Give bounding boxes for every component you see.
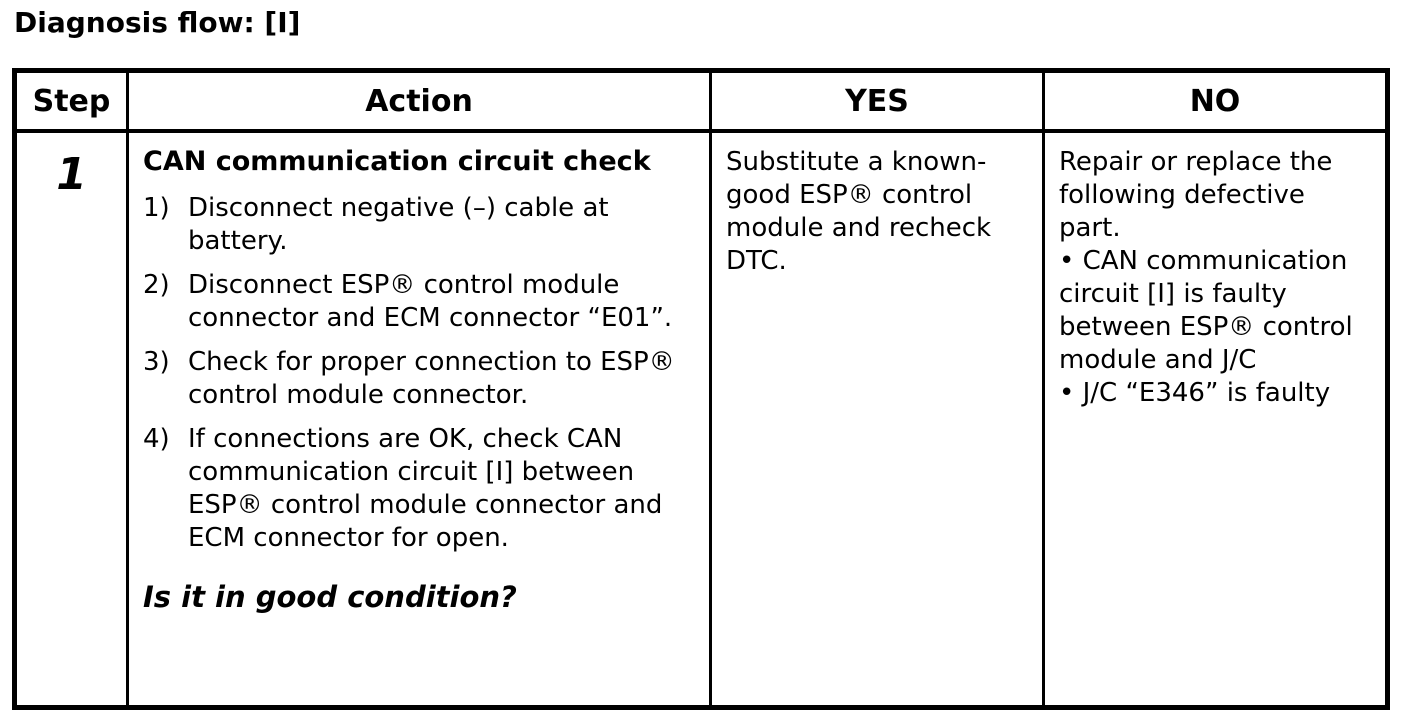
yes-text: Substitute a known-good ESP® control mod… (726, 147, 992, 276)
no-cell: Repair or replace the following defectiv… (1045, 133, 1385, 705)
action-list-item: 2) Disconnect ESP® control module connec… (143, 269, 695, 335)
action-cell: CAN communication circuit check 1) Disco… (129, 133, 712, 705)
list-item-number: 1) (143, 193, 170, 223)
list-item-number: 2) (143, 270, 170, 300)
list-item-text: Check for proper connection to ESP® cont… (188, 347, 675, 410)
action-list-item: 4) If connections are OK, check CAN comm… (143, 423, 695, 555)
diagnosis-flow-table: Step Action YES NO 1 CAN communication c… (12, 68, 1390, 710)
action-list-item: 1) Disconnect negative (–) cable at batt… (143, 192, 695, 258)
list-item-number: 3) (143, 347, 170, 377)
page-title: Diagnosis flow: [I] (14, 6, 301, 39)
column-header-step: Step (17, 73, 129, 133)
step-number-cell: 1 (17, 133, 129, 705)
no-bullet-item: • CAN communication circuit [I] is fault… (1059, 246, 1353, 375)
list-item-text: Disconnect ESP® control module connector… (188, 270, 673, 333)
no-bullet-item: • J/C “E346” is faulty (1059, 378, 1331, 408)
action-question: Is it in good condition? (143, 580, 517, 614)
column-header-yes: YES (712, 73, 1045, 133)
no-text-paragraph: Repair or replace the following defectiv… (1059, 147, 1333, 243)
list-item-number: 4) (143, 424, 170, 454)
yes-cell: Substitute a known-good ESP® control mod… (712, 133, 1045, 705)
column-header-no: NO (1045, 73, 1385, 133)
list-item-text: Disconnect negative (–) cable at battery… (188, 193, 609, 256)
list-item-text: If connections are OK, check CAN communi… (188, 424, 663, 553)
action-list-item: 3) Check for proper connection to ESP® c… (143, 346, 695, 412)
action-heading: CAN communication circuit check (143, 146, 651, 177)
column-header-action: Action (129, 73, 712, 133)
